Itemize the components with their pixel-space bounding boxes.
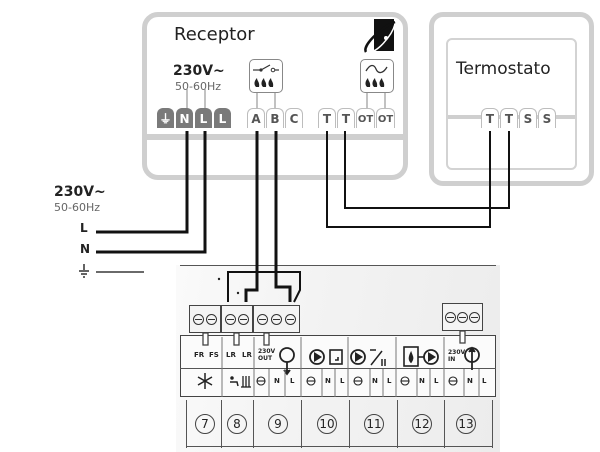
group-number-11: 11 [364, 414, 384, 434]
mains-frequency: 50-60Hz [54, 201, 101, 214]
thermostat-terminal-t2: T [500, 108, 518, 128]
group-number-8: 8 [227, 414, 247, 434]
screw [193, 314, 204, 325]
label-lr1: LR [226, 351, 236, 359]
boiler-panel-top [180, 265, 496, 336]
group-number-7: 7 [195, 414, 215, 434]
earth-icon [256, 376, 458, 386]
group-divider [221, 400, 223, 448]
pin-l-13: L [482, 377, 487, 385]
tap-icon [230, 376, 239, 387]
label-lr2: LR [242, 351, 252, 359]
earth-symbol-icon [79, 264, 89, 278]
screw [225, 314, 236, 325]
pin-n-11: N [372, 377, 378, 385]
group-divider [492, 400, 494, 448]
pin-n-13: N [467, 377, 473, 385]
pump-icon [309, 349, 325, 365]
group-divider [301, 400, 303, 448]
pin-l-12: L [434, 377, 439, 385]
boiler-flame-icon [403, 346, 424, 367]
pin-n-12: N [419, 377, 425, 385]
ac-wave-icon [365, 64, 388, 87]
thermostat-terminal-t1: T [481, 108, 499, 128]
terminal-ot2: OT [376, 108, 395, 128]
group-divider [349, 400, 351, 448]
column-dividers [221, 337, 480, 397]
mains-voltage: 230V~ [54, 184, 106, 200]
terminal-block-13 [442, 303, 483, 331]
mains-line-label: L [80, 221, 88, 235]
snowflake-icon [197, 373, 213, 389]
screw [257, 314, 268, 325]
pump-in-icon [464, 346, 480, 370]
mains-neutral-label: N [80, 242, 91, 256]
screw [238, 314, 249, 325]
terminal-l2: L [214, 108, 231, 128]
receptor-title: Receptor [174, 24, 255, 45]
receptor-frequency: 50-60Hz [175, 80, 222, 93]
terminal-a: A [247, 108, 265, 128]
screw [206, 314, 217, 325]
group-number-13: 13 [456, 414, 476, 434]
group-divider [397, 400, 399, 448]
group-number-10: 10 [317, 414, 337, 434]
pin-n-10: N [325, 377, 331, 385]
pump-icon [423, 349, 439, 365]
group-divider [444, 400, 446, 448]
pin-l-10: L [340, 377, 345, 385]
thermostat-panel [446, 38, 577, 170]
terminal-block-8 [221, 305, 253, 333]
terminal-earth: ⏚ [157, 108, 174, 128]
group-divider [253, 400, 255, 448]
terminal-l1: L [195, 108, 212, 128]
pin-l-9: L [290, 377, 295, 385]
terminal-t2: T [337, 108, 355, 128]
screw [285, 314, 296, 325]
terminal-block-7 [189, 305, 221, 333]
screw [457, 312, 468, 323]
label-230v-in: 230V IN [448, 349, 466, 363]
flame-icon [254, 78, 274, 87]
radiator-icon [241, 376, 251, 388]
thermostat-terminal-s2: S [538, 108, 556, 128]
screw [469, 312, 480, 323]
panel-row-divider [180, 368, 496, 370]
pin-l-11: L [387, 377, 392, 385]
dhw-tank-icon [329, 349, 343, 365]
label-fs: FS [209, 351, 219, 359]
boiler-label-panel [180, 335, 496, 397]
screw [445, 312, 456, 323]
terminal-b: B [266, 108, 284, 128]
tap-radiator-icon [370, 349, 386, 366]
terminal-c: C [285, 108, 303, 128]
opentherm-symbol-box [360, 59, 394, 93]
switch-contact-icon [253, 64, 279, 87]
terminal-ot1: OT [356, 108, 375, 128]
receptor-divider [147, 134, 403, 140]
panel-bottom-line [186, 446, 492, 448]
label-fr: FR [194, 351, 205, 359]
pump-icon [350, 349, 366, 365]
group-number-9: 9 [268, 414, 288, 434]
boiler-panel-icons [197, 337, 480, 397]
terminal-block-9 [253, 305, 300, 333]
screw [271, 314, 282, 325]
pin-n-9: N [274, 377, 280, 385]
receptor-voltage: 230V~ [173, 63, 225, 79]
pump-out-icon [279, 347, 295, 376]
terminal-n: N [176, 108, 193, 128]
group-divider [186, 400, 188, 448]
terminal-t1: T [318, 108, 336, 128]
thermostat-terminal-s1: S [519, 108, 537, 128]
relay-symbol-box [249, 59, 283, 93]
thermostat-title: Termostato [456, 59, 551, 79]
group-number-12: 12 [412, 414, 432, 434]
flame-icon [365, 78, 385, 87]
label-230v-out: 230V OUT [258, 348, 276, 362]
brand-logo-icon [364, 19, 396, 53]
